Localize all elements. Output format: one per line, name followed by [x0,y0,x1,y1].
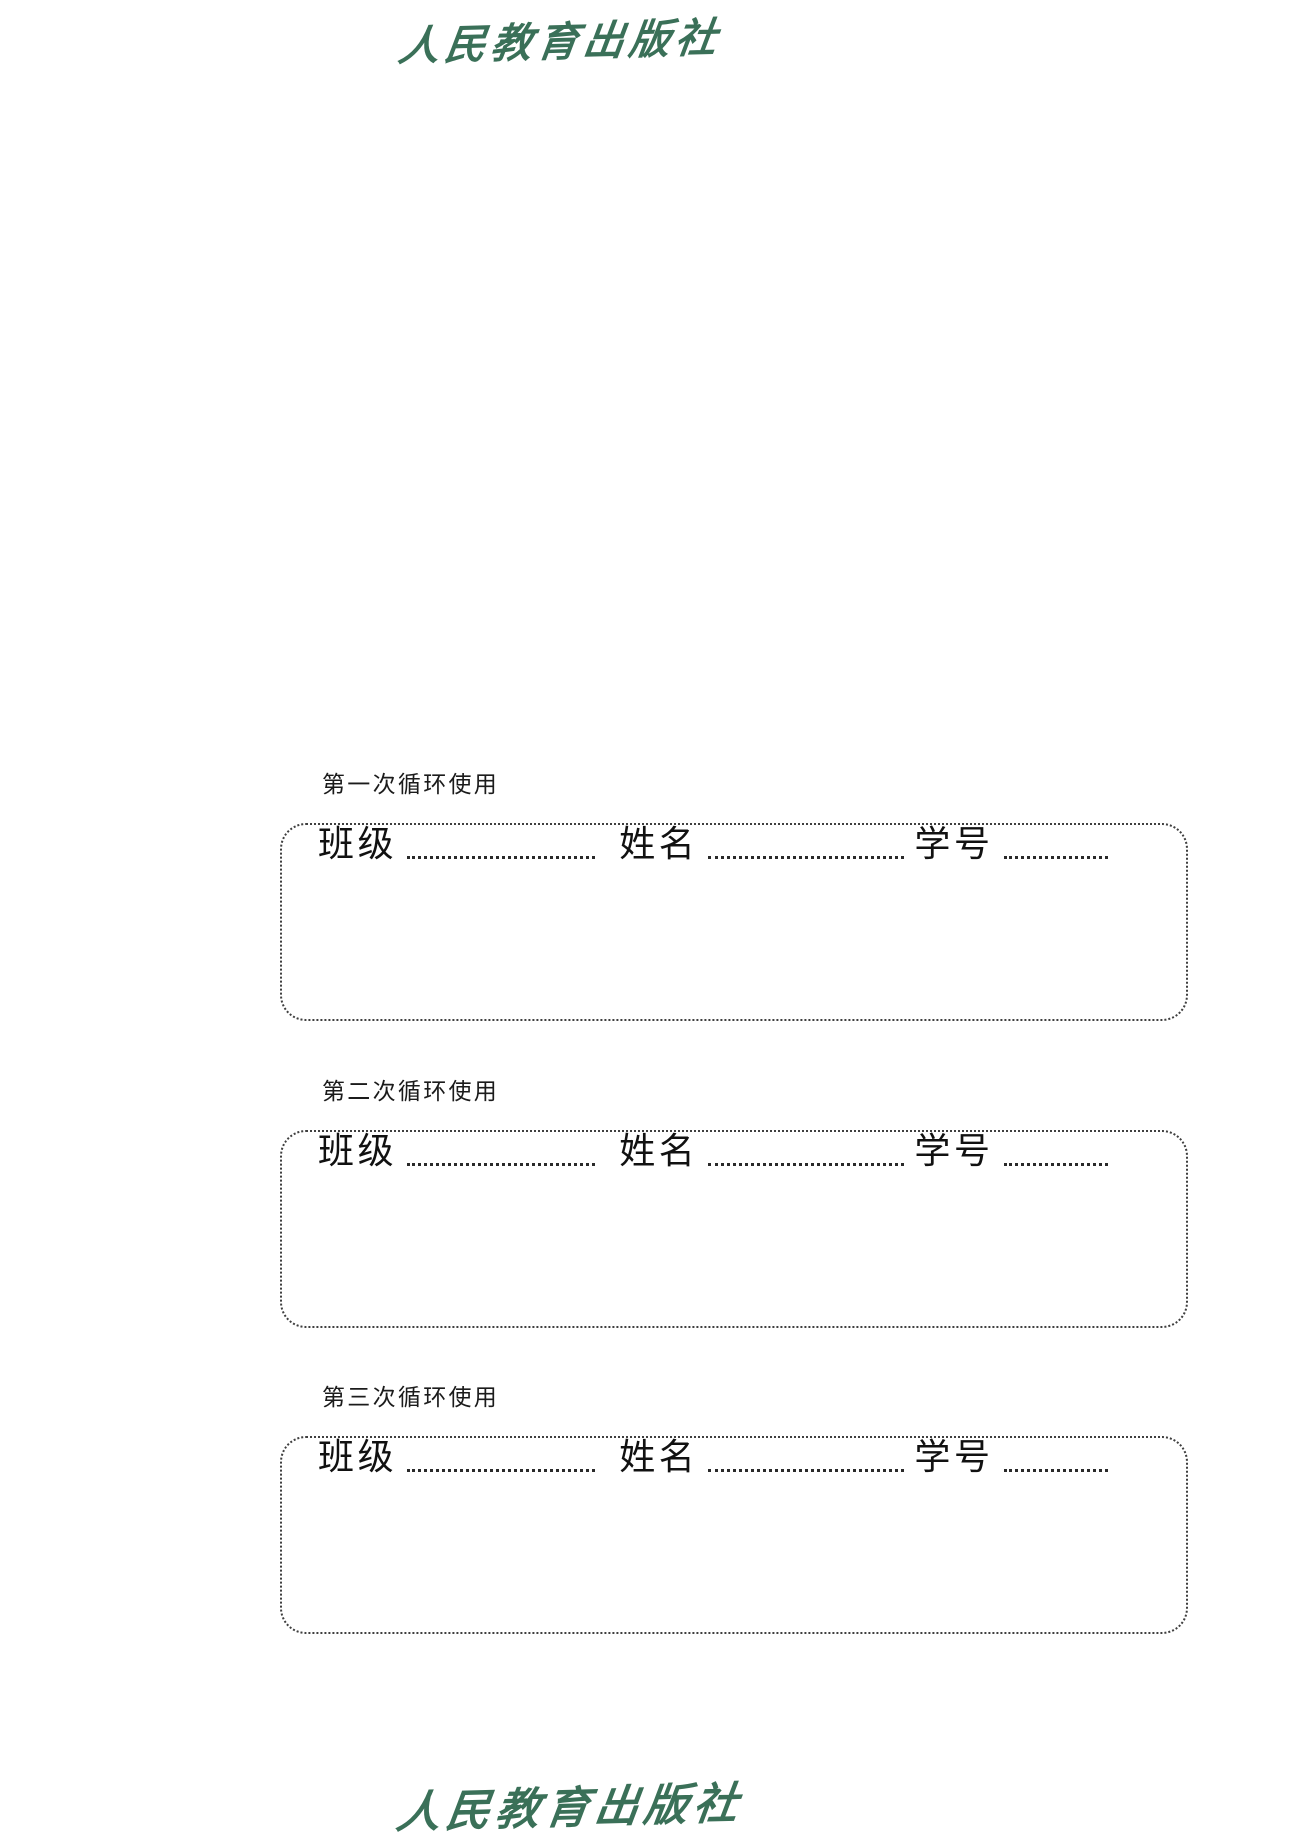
field-label-id-1: 学号 [914,824,994,865]
field-label-name-3: 姓名 [619,1437,699,1478]
field-input-name-3[interactable] [708,1468,905,1472]
field-class-1[interactable]: 班级 [318,824,596,865]
cycle-use-box-2 [280,1130,1188,1328]
field-input-name-2[interactable] [708,1162,905,1166]
field-id-3[interactable]: 学号 [914,1437,1108,1478]
publisher-logo-bottom: 人民教育出版社 [393,1778,747,1839]
field-id-2[interactable]: 学号 [914,1131,1108,1172]
field-row-3: 班级 姓名 学号 [280,1440,1190,1476]
field-label-id-2: 学号 [914,1131,994,1172]
field-input-id-1[interactable] [1003,855,1108,859]
field-input-class-2[interactable] [407,1162,596,1166]
field-input-id-2[interactable] [1003,1162,1108,1166]
field-input-name-1[interactable] [708,855,905,859]
cycle-use-label-2: 第二次循环使用 [322,1079,500,1105]
field-input-class-1[interactable] [407,855,596,859]
cycle-use-box-3 [280,1436,1188,1634]
publisher-logo-top: 人民教育出版社 [395,13,725,71]
cycle-use-label-1: 第一次循环使用 [322,772,500,798]
field-input-class-3[interactable] [407,1468,596,1472]
field-class-3[interactable]: 班级 [318,1437,596,1478]
cycle-use-box-1 [280,823,1188,1021]
field-label-class-1: 班级 [318,824,398,865]
field-label-name-1: 姓名 [619,824,699,865]
field-label-name-2: 姓名 [619,1131,699,1172]
field-id-1[interactable]: 学号 [914,824,1108,865]
field-name-3[interactable]: 姓名 [619,1437,905,1478]
field-row-1: 班级 姓名 学号 [280,827,1190,863]
field-name-2[interactable]: 姓名 [619,1131,905,1172]
field-name-1[interactable]: 姓名 [619,824,905,865]
field-input-id-3[interactable] [1003,1468,1108,1472]
field-row-2: 班级 姓名 学号 [280,1134,1190,1170]
field-class-2[interactable]: 班级 [318,1131,596,1172]
field-label-id-3: 学号 [914,1437,994,1478]
field-label-class-3: 班级 [318,1437,398,1478]
field-label-class-2: 班级 [318,1131,398,1172]
cycle-use-label-3: 第三次循环使用 [322,1385,500,1411]
